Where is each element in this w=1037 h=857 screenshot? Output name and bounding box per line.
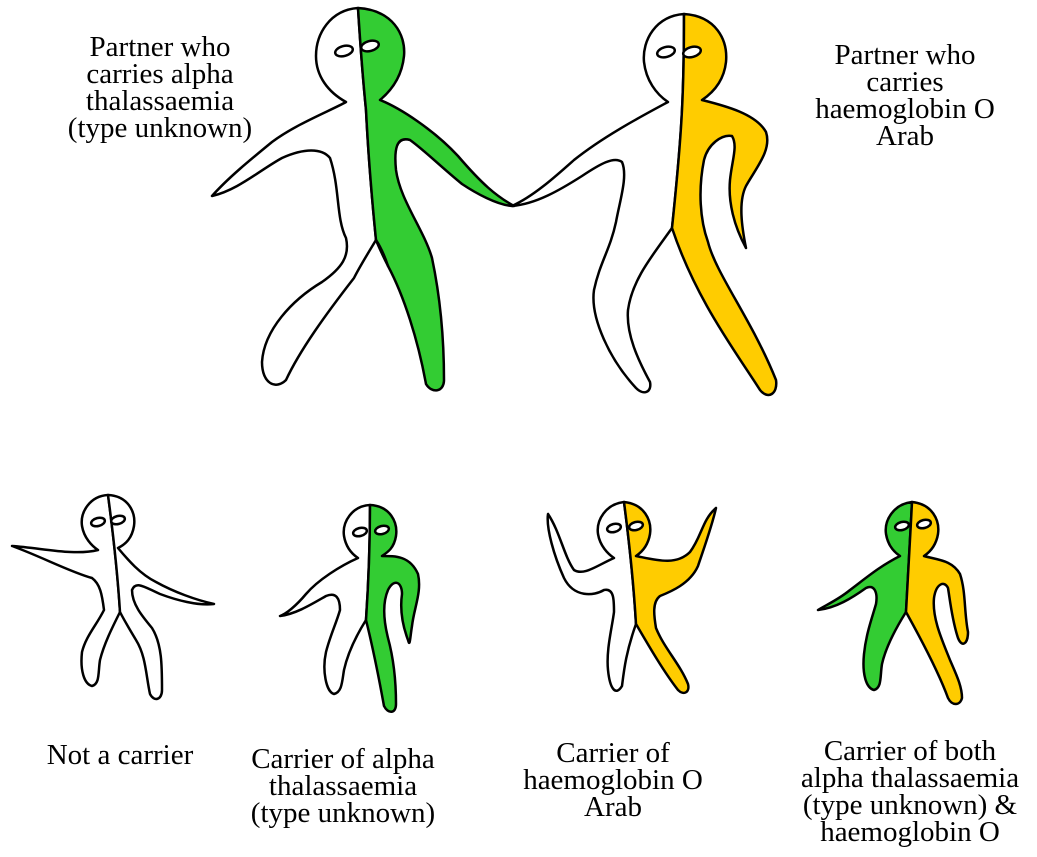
child-1-right-half: [108, 495, 214, 699]
child-label-haemoglobin-o-arab-carrier: Carrier of haemoglobin O Arab: [508, 740, 718, 821]
label-line: (type unknown) &: [786, 792, 1034, 819]
child-4-right-half: [906, 502, 968, 704]
label-line: Carrier of both: [786, 738, 1034, 765]
label-line: Partner who: [790, 42, 1020, 69]
child-figure-alpha-thalassaemia-carrier: [280, 505, 419, 712]
child-3-left-half: [548, 502, 636, 691]
parent-label-haemoglobin-o-arab: Partner who carries haemoglobin O Arab: [790, 42, 1020, 150]
child-figure-not-a-carrier: [12, 495, 214, 699]
label-line: carries alpha: [30, 61, 290, 88]
label-line: Arab: [508, 794, 718, 821]
child-figure-both-carrier: [818, 502, 968, 704]
child-label-both-carrier: Carrier of both alpha thalassaemia (type…: [786, 738, 1034, 846]
child-figure-haemoglobin-o-arab-carrier: [548, 502, 716, 693]
label-line: Carrier of alpha: [228, 746, 458, 773]
label-line: haemoglobin O: [786, 819, 1034, 846]
label-line: (type unknown): [30, 115, 290, 142]
label-line: haemoglobin O: [508, 767, 718, 794]
parent-right-left-half: [512, 14, 684, 392]
parent-label-alpha-thalassaemia: Partner who carries alpha thalassaemia (…: [30, 34, 290, 142]
parent-figure-haemoglobin-o-arab: [512, 14, 776, 395]
label-line: alpha thalassaemia: [786, 765, 1034, 792]
label-line: thalassaemia: [30, 88, 290, 115]
parent-left-right-half: [358, 8, 514, 390]
label-line: Arab: [790, 123, 1020, 150]
label-line: thalassaemia: [228, 773, 458, 800]
label-line: Partner who: [30, 34, 290, 61]
child-label-alpha-thalassaemia-carrier: Carrier of alpha thalassaemia (type unkn…: [228, 746, 458, 827]
label-line: carries: [790, 69, 1020, 96]
label-line: (type unknown): [228, 800, 458, 827]
parent-right-right-half: [672, 14, 776, 395]
child-label-not-a-carrier: Not a carrier: [20, 742, 220, 769]
label-line: haemoglobin O: [790, 96, 1020, 123]
label-line: Carrier of: [508, 740, 718, 767]
label-line: Not a carrier: [20, 742, 220, 769]
child-2-right-half: [366, 505, 419, 712]
